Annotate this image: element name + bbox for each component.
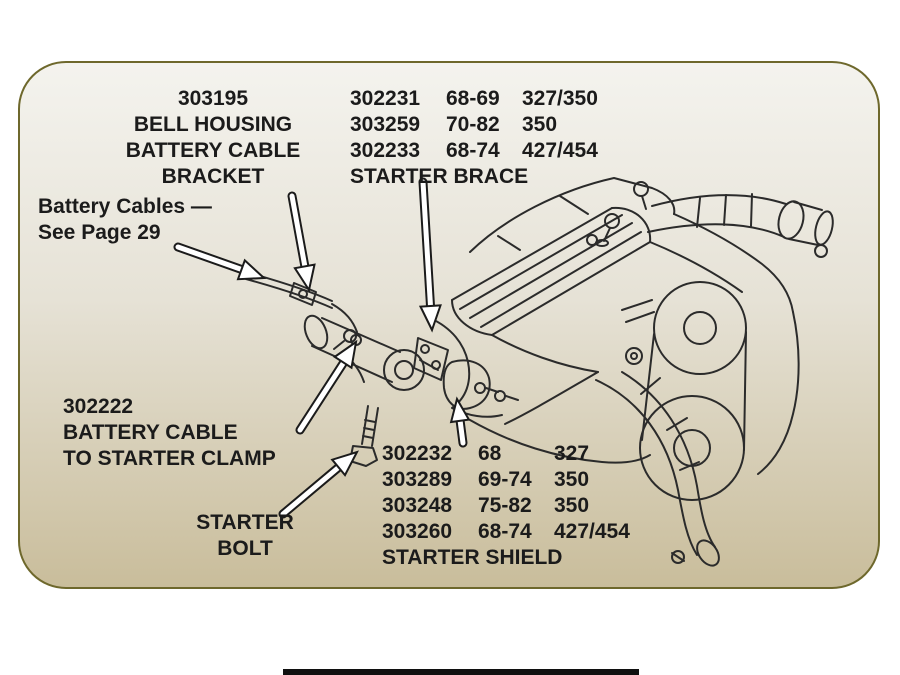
fitment-row: 303289 69-74 350	[382, 467, 630, 493]
fitment-row: 302231 68-69 327/350	[350, 86, 598, 112]
starter-bolt-part	[349, 405, 379, 467]
fitment-years: 68-69	[446, 87, 500, 110]
part-name-line: BELL HOUSING	[133, 113, 293, 136]
part-number: 303195	[177, 87, 249, 110]
upper-radiator-hose	[647, 193, 834, 258]
label-starter-brace: 302231 68-69 327/350 303259 70-82 350 30…	[350, 86, 598, 190]
label-starter-shield: 302232 68 327 303289 69-74 350 303248 75…	[382, 441, 630, 571]
part-name-line: BATTERY CABLE	[125, 139, 301, 162]
diagram-panel	[18, 61, 880, 589]
fitment-years: 68-74	[446, 139, 500, 162]
part-name-line: STARTER SHIELD	[382, 546, 563, 569]
valve-cover	[451, 206, 652, 336]
part-number: 302231	[350, 87, 421, 110]
starter-motor	[303, 314, 439, 391]
arrow-battery-cables-icon	[173, 242, 267, 281]
arrow-starter-clamp-icon	[295, 339, 358, 435]
bottom-crop-bar	[283, 669, 639, 675]
engine-size: 327	[554, 442, 590, 465]
part-number: 303260	[382, 520, 453, 543]
engine-size: 427/454	[554, 520, 630, 543]
fitment-row: 303260 68-74 427/454	[382, 519, 630, 545]
part-name-line: STARTER BRACE	[350, 165, 529, 188]
part-number: 302232	[382, 442, 453, 465]
fitment-row: 303259 70-82 350	[350, 112, 598, 138]
starter-brace-part	[413, 337, 449, 381]
arrow-starter-bolt-icon	[278, 450, 359, 519]
fitment-years: 70-82	[446, 113, 500, 136]
fitment-years: 68-74	[478, 520, 532, 543]
engine-size: 350	[554, 494, 590, 517]
label-battery-cable-clamp: 302222 BATTERY CABLE TO STARTER CLAMP	[63, 394, 276, 472]
engine-size: 350	[522, 113, 558, 136]
engine-block	[429, 213, 800, 475]
part-number: 303289	[382, 468, 453, 491]
arrow-bell-housing-bracket-icon	[287, 191, 316, 293]
engine-size: 327/350	[522, 87, 598, 110]
starter-shield-part	[442, 359, 519, 410]
label-battery-cables-note: Battery Cables — See Page 29	[38, 194, 212, 246]
part-name-line: BRACKET	[161, 165, 265, 188]
arrow-starter-shield-icon	[449, 396, 471, 448]
note-line: Battery Cables —	[38, 195, 212, 218]
part-number: 302222	[63, 395, 134, 418]
part-name-line: BATTERY CABLE	[63, 421, 238, 444]
fitment-row: 302233 68-74 427/454	[350, 138, 598, 164]
fitment-years: 68	[478, 442, 502, 465]
note-line: See Page 29	[38, 221, 161, 244]
fitment-row: 302232 68 327	[382, 441, 630, 467]
engine-size: 350	[554, 468, 590, 491]
engine-size: 427/454	[522, 139, 598, 162]
part-number: 303248	[382, 494, 453, 517]
label-starter-bolt: STARTER BOLT	[170, 510, 320, 562]
arrow-starter-brace-icon	[418, 177, 442, 333]
lower-radiator-hose	[595, 371, 720, 567]
part-name-line: STARTER	[196, 511, 294, 534]
part-name-line: TO STARTER CLAMP	[63, 447, 276, 470]
part-name-line: BOLT	[217, 537, 273, 560]
pulleys-and-belt	[621, 281, 747, 501]
label-bell-housing-bracket: 303195 BELL HOUSING BATTERY CABLE BRACKE…	[95, 86, 331, 190]
fitment-row: 303248 75-82 350	[382, 493, 630, 519]
part-number: 303259	[350, 113, 421, 136]
callout-arrows	[173, 177, 471, 519]
part-number: 302233	[350, 139, 421, 162]
fitment-years: 69-74	[478, 468, 532, 491]
battery-cable	[245, 271, 358, 350]
fitment-years: 75-82	[478, 494, 532, 517]
